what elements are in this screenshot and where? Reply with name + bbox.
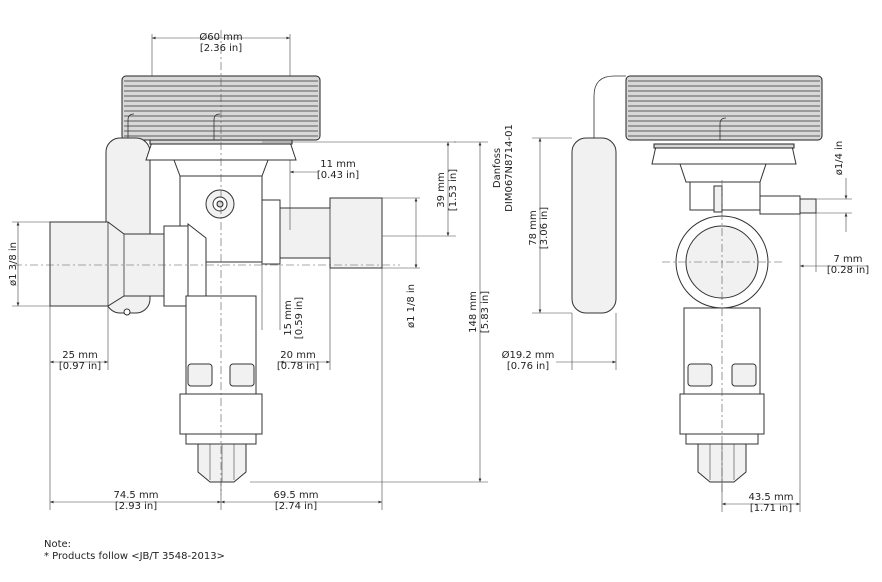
dim-w25-in: [0.97 in]: [59, 361, 101, 372]
side-diaphragm-head: [651, 145, 797, 165]
dim-h39-mm: 39 mm: [436, 172, 447, 207]
dimension-labels: Ø60 mm [2.36 in] 11 mm [0.43 in] 39 mm […: [8, 31, 869, 514]
dim-bulb-dia-in: [0.76 in]: [507, 361, 549, 372]
note-text: * Products follow <JB/T 3548-2013>: [44, 551, 225, 562]
dim-nut-in: [0.43 in]: [317, 170, 359, 181]
dim-w15-in: [0.59 in]: [294, 297, 305, 339]
drawing-code: DIM067N8714-01: [504, 124, 515, 212]
dim-h148-in: [5.83 in]: [480, 291, 491, 333]
dim-w43-mm: 43.5 mm: [749, 492, 794, 503]
brand-label: Danfoss: [492, 148, 503, 188]
side-sensing-bulb: [571, 137, 617, 314]
dim-h39-in: [1.53 in]: [448, 169, 459, 211]
front-view: [14, 30, 400, 495]
dim-top-width-mm: Ø60 mm: [199, 31, 242, 43]
dim-w7-mm: 7 mm: [833, 254, 862, 265]
side-capillary-coil: [625, 75, 823, 141]
dim-nut-mm: 11 mm: [320, 159, 355, 170]
dim-w25-mm: 25 mm: [62, 350, 97, 361]
front-dimensions: [12, 34, 488, 510]
dim-w69-in: [2.74 in]: [275, 501, 317, 512]
dim-eq-dia: ø1/4 in: [834, 141, 845, 176]
outlet-pipe: [279, 197, 383, 269]
dim-outlet-dia: ø1 1/8 in: [406, 284, 417, 328]
dim-w15-mm: 15 mm: [283, 300, 294, 335]
dim-w74-mm: 74.5 mm: [114, 490, 159, 501]
dim-bulb-len-mm: 78 mm: [528, 210, 539, 245]
dim-w43-in: [1.71 in]: [750, 503, 792, 514]
dim-h148-mm: 148 mm: [468, 291, 479, 333]
dim-bulb-dia-mm: Ø19.2 mm: [502, 349, 555, 361]
inlet-pipe: [49, 221, 165, 307]
note-title: Note:: [44, 539, 72, 550]
dim-w74-in: [2.93 in]: [115, 501, 157, 512]
equalizer-port: [799, 198, 817, 214]
side-dimensions: [532, 137, 868, 512]
dim-w20-in: [0.78 in]: [277, 361, 319, 372]
dim-w20-mm: 20 mm: [280, 350, 315, 361]
dim-inlet-dia: ø1 3/8 in: [8, 242, 19, 286]
dim-top-width-in: [2.36 in]: [200, 43, 242, 54]
dim-bulb-len-in: [3.06 in]: [539, 207, 550, 249]
dim-w7-in: [0.28 in]: [827, 265, 869, 276]
dim-w69-mm: 69.5 mm: [274, 490, 319, 501]
side-view: [571, 75, 823, 495]
